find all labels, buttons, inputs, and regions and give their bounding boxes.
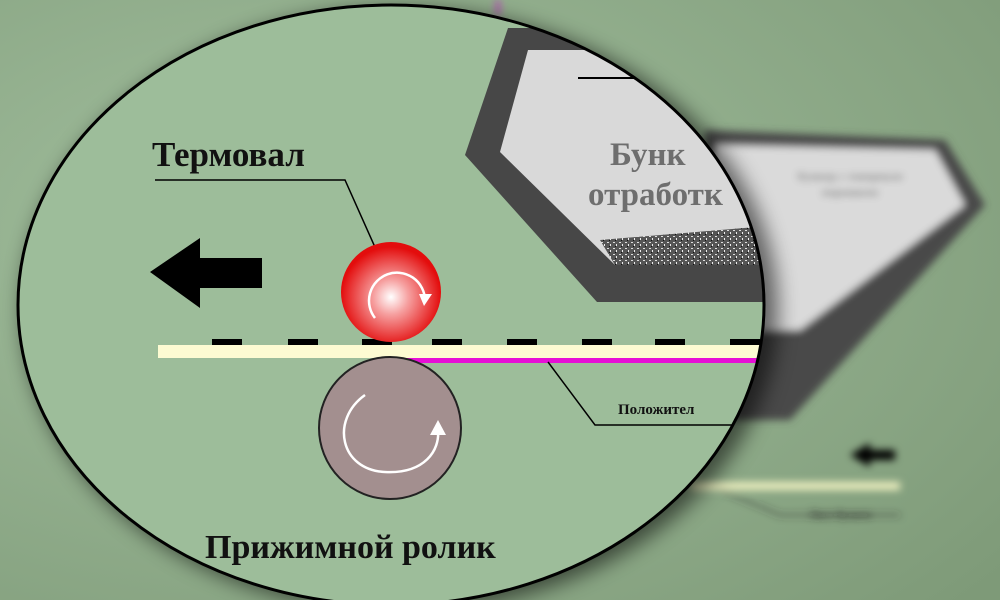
lens-rim [16,3,766,600]
charge-line [400,358,764,363]
pressure-roller [318,356,462,500]
positive-label: Положител [618,402,695,418]
waste-toner [600,225,764,265]
blurred-paper-label: Лист бумаги [809,509,872,521]
blurred-hopper-label-1: Бункер с тонерным [797,169,903,183]
positive-leader-line [547,361,764,426]
blurred-arrow-icon [850,443,895,467]
blurred-hopper-label-2: порошком [822,185,878,199]
pressure-roller-rotation-icon [342,393,440,474]
direction-arrow-icon [150,238,262,308]
magnifier-lens: Бунк отработк Термовал Положител Прижимн… [18,5,764,600]
toner-dashes [212,339,760,345]
waste-hopper-label-2: отработк [588,177,723,213]
fuser-rotation-icon [367,271,427,319]
paper-sheet [158,345,764,358]
fuser-roller [341,242,441,342]
pressure-roller-label: Прижимной ролик [205,529,496,566]
waste-hopper-label-1: Бунк [610,137,686,173]
blurred-paper [690,482,900,490]
fuser-label: Термовал [152,135,305,174]
